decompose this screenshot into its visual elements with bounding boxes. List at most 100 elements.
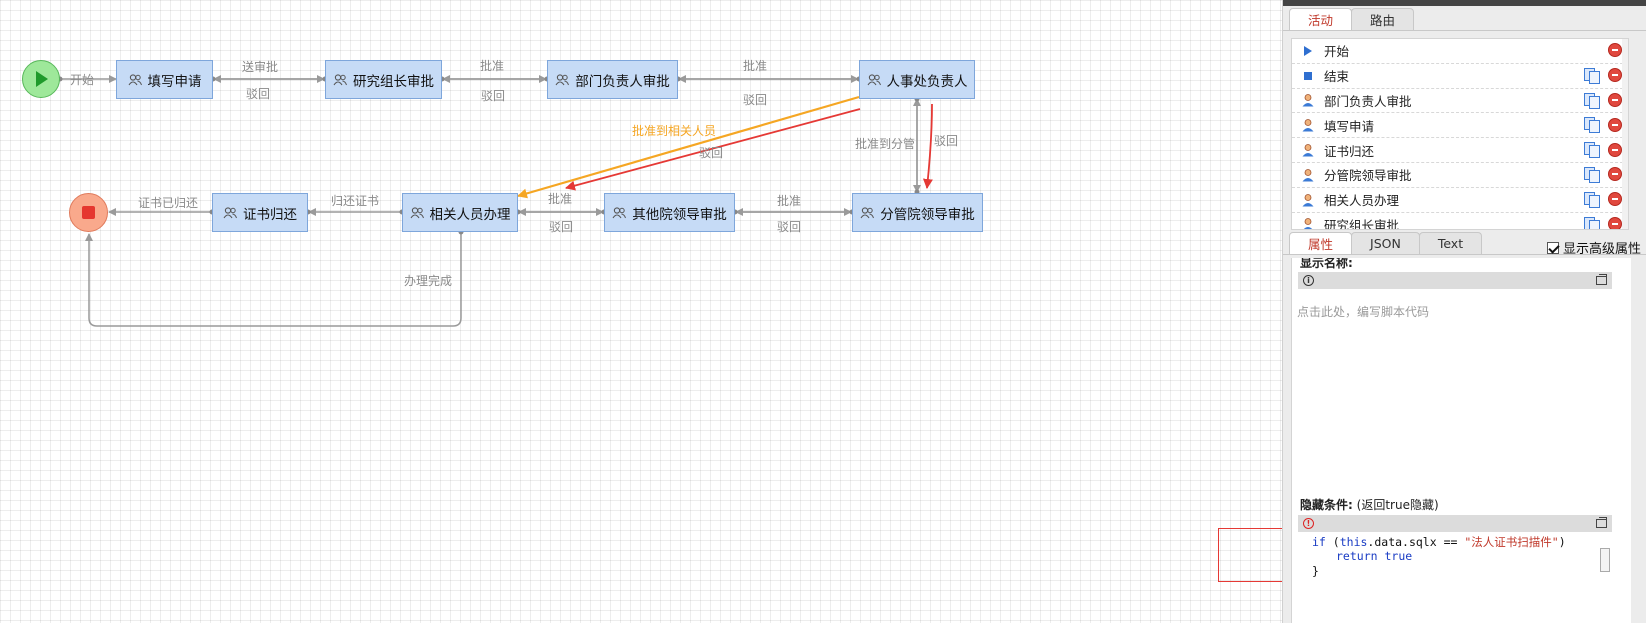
edge-label-reject[interactable]: 驳回 xyxy=(481,89,506,103)
users-icon xyxy=(128,73,142,85)
edge-label-cert-returned[interactable]: 证书已归还 xyxy=(138,196,199,210)
remove-icon[interactable] xyxy=(1608,167,1622,182)
edge-label-reject[interactable]: 驳回 xyxy=(549,220,574,234)
remove-icon[interactable] xyxy=(1608,192,1622,207)
stop-icon xyxy=(82,206,95,219)
activity-list[interactable]: 开始 结束 部门负责人审批 填写申请 证书归还 分管院领导审批 xyxy=(1291,38,1629,230)
edge-label-approve[interactable]: 批准 xyxy=(777,194,802,208)
checkbox-checked[interactable] xyxy=(1547,241,1559,254)
copy-icon[interactable] xyxy=(1584,67,1600,84)
property-tabs: 属性 JSON Text xyxy=(1283,232,1483,254)
panel-top-bar xyxy=(1283,0,1646,6)
edge-label-return-cert[interactable]: 归还证书 xyxy=(331,194,380,208)
edge-hr-related-reject xyxy=(565,108,861,191)
copy-icon[interactable] xyxy=(1584,117,1600,134)
user-icon xyxy=(1300,92,1316,108)
error-icon: ! xyxy=(1303,518,1314,529)
remove-icon[interactable] xyxy=(1608,93,1622,108)
edge-label-send-approve[interactable]: 送审批 xyxy=(242,60,279,74)
editor-scrollbar[interactable] xyxy=(1600,548,1610,572)
edge-hr-related-approve xyxy=(517,95,860,199)
tabs-divider xyxy=(1283,30,1646,31)
edge-label-reject[interactable]: 驳回 xyxy=(743,93,768,107)
play-icon xyxy=(1300,43,1316,59)
users-icon xyxy=(555,73,570,85)
edge-label-approve[interactable]: 批准 xyxy=(743,59,768,73)
node-label: 证书归还 xyxy=(243,206,297,223)
list-item-label: 分管院领导审批 xyxy=(1324,168,1412,184)
list-item[interactable]: 分管院领导审批 xyxy=(1292,163,1628,188)
edge-label-reject[interactable]: 驳回 xyxy=(246,87,271,101)
maximize-icon[interactable] xyxy=(1596,517,1607,528)
display-name-label: 显示名称: xyxy=(1300,258,1353,270)
tab-text[interactable]: Text xyxy=(1418,232,1483,254)
node-dept-head-approval[interactable]: 部门负责人审批 xyxy=(547,60,678,99)
remove-icon[interactable] xyxy=(1608,68,1622,83)
node-hr-head[interactable]: 人事处负责人 xyxy=(859,60,975,99)
node-group-leader-approval[interactable]: 研究组长审批 xyxy=(325,60,442,99)
user-icon xyxy=(1300,216,1316,229)
node-fill-application[interactable]: 填写申请 xyxy=(116,60,213,99)
stop-icon xyxy=(1300,68,1316,84)
users-icon xyxy=(333,73,347,85)
edge-label-approve-to-branch[interactable]: 批准到分管 xyxy=(855,137,916,151)
tab-activities[interactable]: 活动 xyxy=(1289,8,1353,30)
list-item[interactable]: 研究组长审批 xyxy=(1292,213,1628,229)
copy-icon[interactable] xyxy=(1584,92,1600,109)
edge-related-end xyxy=(85,232,462,327)
tab-json[interactable]: JSON xyxy=(1351,232,1420,254)
copy-icon[interactable] xyxy=(1584,216,1600,229)
edge-label-reject[interactable]: 驳回 xyxy=(777,220,802,234)
edge-label-reject[interactable]: 驳回 xyxy=(699,146,724,160)
display-name-script-editor[interactable] xyxy=(1298,289,1612,494)
copy-icon[interactable] xyxy=(1584,142,1600,159)
remove-icon[interactable] xyxy=(1608,43,1622,57)
edge-label-approve[interactable]: 批准 xyxy=(480,59,505,73)
copy-icon[interactable] xyxy=(1584,166,1600,183)
copy-icon[interactable] xyxy=(1584,191,1600,208)
node-branch-leader-approval[interactable]: 分管院领导审批 xyxy=(852,193,983,232)
list-item[interactable]: 开始 xyxy=(1292,39,1628,64)
edge-label-done[interactable]: 办理完成 xyxy=(404,274,453,288)
play-icon xyxy=(36,71,48,87)
end-node[interactable] xyxy=(69,193,108,232)
node-label: 填写申请 xyxy=(147,73,202,90)
hide-condition-editor[interactable] xyxy=(1298,532,1612,592)
script-placeholder[interactable]: 点击此处，编写脚本代码 xyxy=(1297,305,1430,319)
tab-properties[interactable]: 属性 xyxy=(1289,232,1353,254)
list-item[interactable]: 结束 xyxy=(1292,64,1628,89)
edge-label-approve[interactable]: 批准 xyxy=(548,192,573,206)
remove-icon[interactable] xyxy=(1608,117,1622,132)
user-icon xyxy=(1300,142,1316,158)
remove-icon[interactable] xyxy=(1608,142,1622,157)
node-label: 人事处负责人 xyxy=(886,73,968,90)
remove-icon[interactable] xyxy=(1608,217,1622,229)
list-item-label: 填写申请 xyxy=(1324,118,1375,134)
user-icon xyxy=(1300,167,1316,183)
node-related-staff[interactable]: 相关人员办理 xyxy=(402,193,518,232)
tabs-divider xyxy=(1283,254,1646,255)
node-label: 分管院领导审批 xyxy=(880,206,975,223)
list-item[interactable]: 相关人员办理 xyxy=(1292,188,1628,213)
maximize-icon[interactable] xyxy=(1596,274,1607,285)
node-label: 其他院领导审批 xyxy=(632,206,727,223)
list-item[interactable]: 证书归还 xyxy=(1292,138,1628,163)
start-node[interactable] xyxy=(22,60,60,98)
node-label: 相关人员办理 xyxy=(429,206,511,223)
list-scrollbar[interactable] xyxy=(1622,39,1628,229)
flow-canvas[interactable]: 开始 填写申请 研究组长审批 部门负责人审批 人事处负责人 相关人员办理 其他院… xyxy=(0,0,1282,623)
show-advanced-label: 显示高级属性 xyxy=(1563,242,1642,257)
list-item[interactable]: 填写申请 xyxy=(1292,113,1628,139)
node-certificate-return[interactable]: 证书归还 xyxy=(212,193,308,232)
list-item-label: 开始 xyxy=(1324,44,1350,60)
show-advanced-checkbox[interactable]: 显示高级属性 xyxy=(1547,238,1641,257)
edge-label-reject[interactable]: 驳回 xyxy=(934,134,959,148)
users-icon xyxy=(860,206,875,218)
list-item-label: 相关人员办理 xyxy=(1324,193,1400,209)
list-item[interactable]: 部门负责人审批 xyxy=(1292,89,1628,114)
edge-label-approve-to-related[interactable]: 批准到相关人员 xyxy=(632,124,717,138)
list-item-label: 证书归还 xyxy=(1324,143,1375,159)
node-label: 部门负责人审批 xyxy=(575,73,670,90)
tab-routes[interactable]: 路由 xyxy=(1351,8,1415,30)
node-other-leader-approval[interactable]: 其他院领导审批 xyxy=(604,193,735,232)
